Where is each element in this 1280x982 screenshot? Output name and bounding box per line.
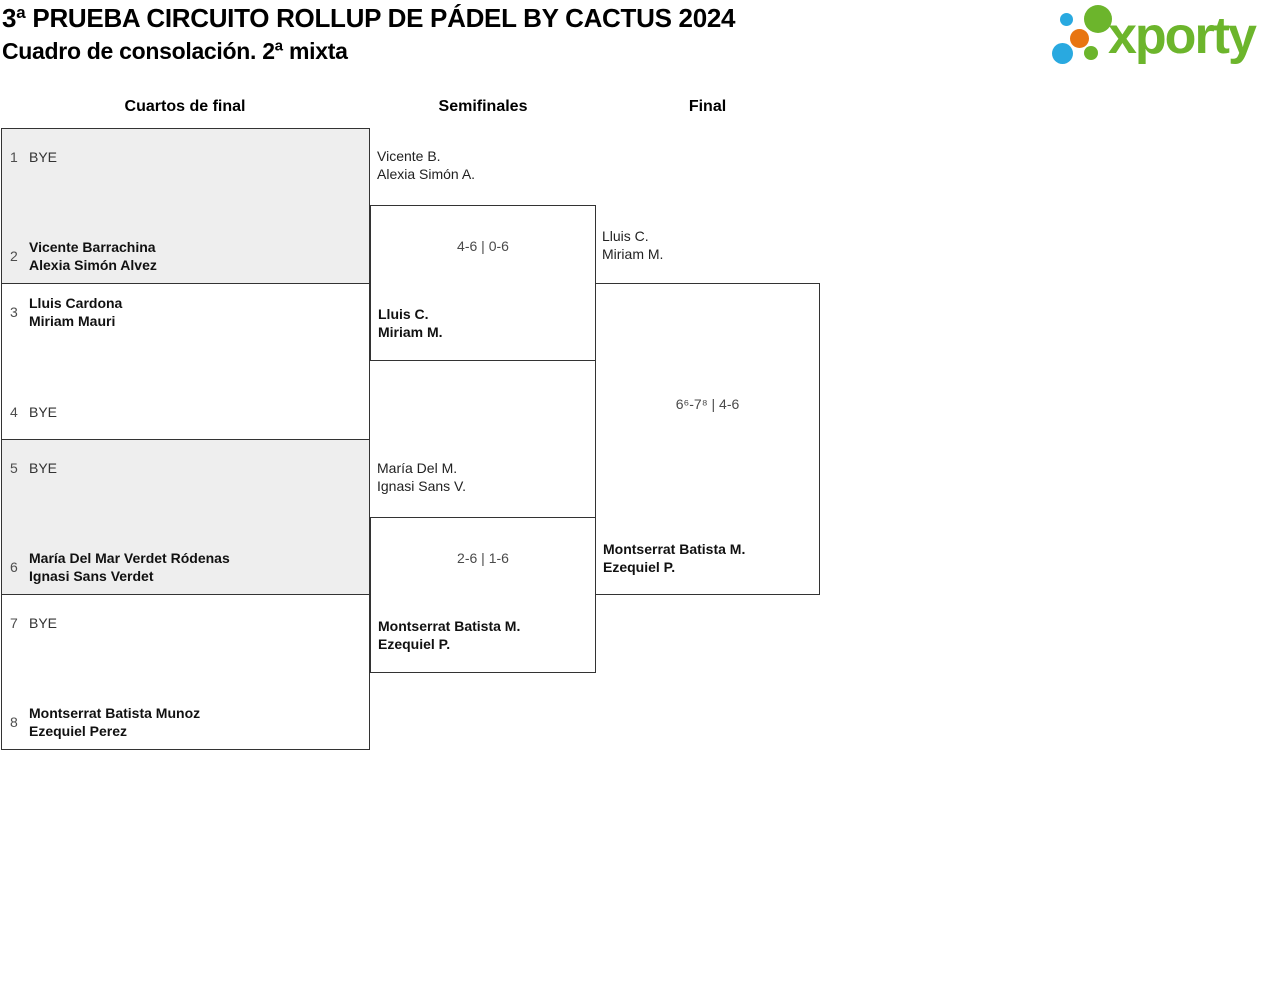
qf-match-2: 3 Lluis Cardona Miriam Mauri 4 BYE bbox=[2, 284, 369, 440]
logo-dot-blue-small-icon bbox=[1060, 13, 1073, 26]
seed-number: 7 bbox=[10, 614, 18, 631]
sf2-top-team[interactable]: María Del M. Ignasi Sans V. bbox=[377, 459, 466, 495]
logo-dot-green-big-icon bbox=[1084, 5, 1112, 33]
round-header-semifinales: Semifinales bbox=[438, 98, 528, 115]
team-name-line: Montserrat Batista M. bbox=[603, 541, 746, 557]
team-name-line: María Del M. bbox=[377, 460, 458, 476]
final-top-team[interactable]: Lluis C. Miriam M. bbox=[602, 227, 663, 263]
round-header-cuartos-de-final: Cuartos de final bbox=[124, 98, 246, 115]
team-name-line: BYE bbox=[29, 459, 58, 476]
team-name-line: Ignasi Sans Verdet bbox=[29, 567, 154, 584]
quarterfinals-column: 1 BYE 2 Vicente Barrachina Alexia Simón … bbox=[1, 128, 370, 750]
qf-match-3: 5 BYE 6 María Del Mar Verdet Ródenas Ign… bbox=[2, 439, 369, 595]
seed-number: 8 bbox=[10, 714, 18, 730]
sf2-score: 2-6 | 1-6 bbox=[457, 550, 509, 566]
seed-number: 5 bbox=[10, 459, 18, 476]
sf1-winner-team[interactable]: Lluis C. Miriam M. bbox=[378, 305, 443, 341]
team-entry-seed-8[interactable]: 8 Montserrat Batista Munoz Ezequiel Pere… bbox=[10, 704, 361, 740]
team-name-line: Ezequiel Perez bbox=[29, 723, 128, 739]
seed-number: 2 bbox=[10, 248, 18, 265]
final-winner-team[interactable]: Montserrat Batista M. Ezequiel P. bbox=[603, 540, 745, 576]
team-name-line: Miriam M. bbox=[602, 246, 664, 262]
logo-dot-green-small-icon bbox=[1084, 46, 1098, 60]
bye-entry-seed-4: 4 BYE bbox=[10, 394, 361, 430]
team-name-line: BYE bbox=[29, 614, 58, 631]
sf2-winner-team[interactable]: Montserrat Batista M. Ezequiel P. bbox=[378, 617, 520, 653]
bye-entry-seed-5: 5 BYE bbox=[10, 450, 361, 486]
seed-number: 4 bbox=[10, 403, 18, 420]
team-name-line: Miriam Mauri bbox=[29, 313, 116, 330]
team-name-line: Miriam M. bbox=[378, 324, 443, 340]
logo-dot-blue-big-icon bbox=[1052, 43, 1073, 64]
team-name-line: Ezequiel P. bbox=[603, 559, 676, 575]
sf1-score: 4-6 | 0-6 bbox=[457, 238, 509, 254]
team-name-line: Vicente Barrachina bbox=[29, 239, 156, 256]
team-name-line: Lluis Cardona bbox=[29, 295, 123, 312]
team-name-line: BYE bbox=[29, 149, 58, 165]
team-name-line: Ezequiel P. bbox=[378, 636, 451, 652]
team-name-line: María Del Mar Verdet Ródenas bbox=[29, 549, 230, 566]
seed-number: 3 bbox=[10, 304, 18, 321]
qf-match-1: 1 BYE 2 Vicente Barrachina Alexia Simón … bbox=[2, 129, 369, 285]
team-name-line: Montserrat Batista Munoz bbox=[29, 705, 201, 721]
team-entry-seed-3[interactable]: 3 Lluis Cardona Miriam Mauri bbox=[10, 294, 361, 330]
team-name-line: Ignasi Sans V. bbox=[377, 478, 466, 494]
final-match-box: 6⁶-7⁸ | 4-6 Montserrat Batista M. Ezequi… bbox=[595, 283, 820, 595]
logo-dot-orange-icon bbox=[1070, 29, 1089, 48]
final-score: 6⁶-7⁸ | 4-6 bbox=[675, 396, 740, 412]
bye-entry-seed-1: 1 BYE bbox=[10, 139, 361, 175]
sf1-match-box: 4-6 | 0-6 Lluis C. Miriam M. bbox=[370, 205, 596, 361]
page-title: 3ª PRUEBA CIRCUITO ROLLUP DE PÁDEL BY CA… bbox=[2, 3, 736, 33]
team-name-line: Alexia Simón Alvez bbox=[29, 257, 157, 274]
team-name-line: Vicente B. bbox=[377, 148, 441, 164]
team-name-line: Alexia Simón A. bbox=[377, 166, 476, 182]
team-name-line: Montserrat Batista M. bbox=[378, 618, 521, 634]
team-name-line: Lluis C. bbox=[602, 228, 649, 244]
team-name-line: Lluis C. bbox=[378, 306, 429, 322]
xporty-wordmark: xporty bbox=[1108, 7, 1257, 65]
qf-match-4: 7 BYE 8 Montserrat Batista Munoz Ezequie… bbox=[2, 594, 369, 749]
seed-number: 6 bbox=[10, 558, 18, 575]
team-entry-seed-6[interactable]: 6 María Del Mar Verdet Ródenas Ignasi Sa… bbox=[10, 549, 361, 585]
round-header-final: Final bbox=[688, 98, 727, 115]
page-subtitle: Cuadro de consolación. 2ª mixta bbox=[2, 38, 348, 64]
team-entry-seed-2[interactable]: 2 Vicente Barrachina Alexia Simón Alvez bbox=[10, 238, 361, 274]
sf2-match-box: 2-6 | 1-6 Montserrat Batista M. Ezequiel… bbox=[370, 517, 596, 673]
sf1-top-team[interactable]: Vicente B. Alexia Simón A. bbox=[377, 147, 475, 183]
team-name-line: BYE bbox=[29, 403, 58, 420]
xporty-logo[interactable]: xporty bbox=[1048, 0, 1280, 76]
seed-number: 1 bbox=[10, 149, 18, 165]
bye-entry-seed-7: 7 BYE bbox=[10, 605, 361, 641]
